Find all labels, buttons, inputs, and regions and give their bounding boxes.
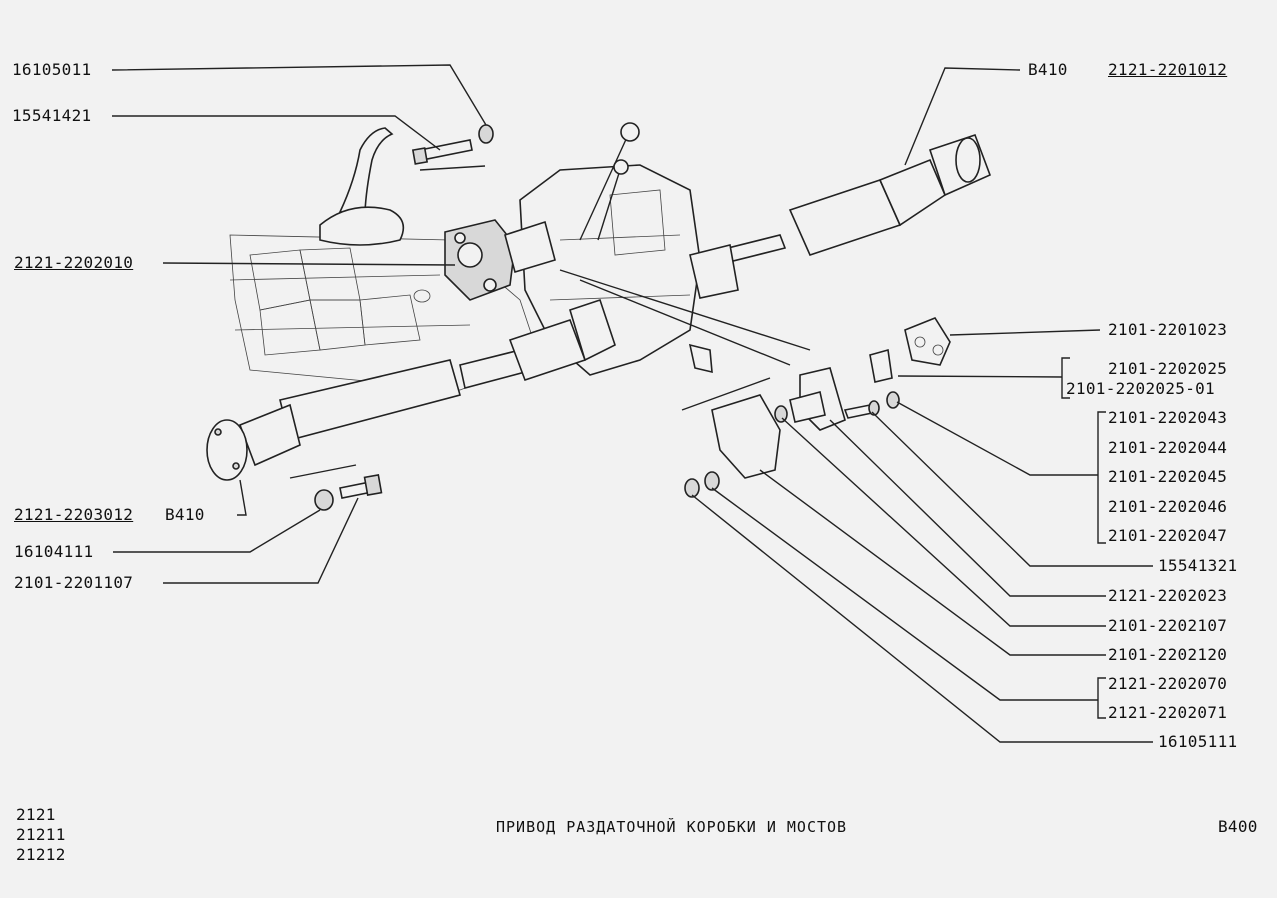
label-b410-top: B410 bbox=[1028, 60, 1068, 79]
label-2101-2202043: 2101-2202043 bbox=[1108, 408, 1228, 427]
label-2101-2202044: 2101-2202044 bbox=[1108, 438, 1228, 457]
label-2121-2202071: 2121-2202071 bbox=[1108, 703, 1228, 722]
label-2101-2202025: 2101-2202025 bbox=[1108, 359, 1228, 378]
label-16105011: 16105011 bbox=[12, 60, 92, 79]
label-2101-2202046: 2101-2202046 bbox=[1108, 497, 1228, 516]
label-2101-2202045: 2101-2202045 bbox=[1108, 467, 1228, 486]
rear-propeller-shaft bbox=[689, 133, 992, 299]
label-2101-2202025-01: 2101-2202025-01 bbox=[1066, 379, 1215, 398]
label-16104111: 16104111 bbox=[14, 542, 94, 561]
label-15541321: 15541321 bbox=[1158, 556, 1238, 575]
leader-lines bbox=[111, 64, 1153, 743]
label-16105111: 16105111 bbox=[1158, 732, 1238, 751]
label-2121-2202023: 2121-2202023 bbox=[1108, 586, 1228, 605]
label-2101-2202107: 2101-2202107 bbox=[1108, 616, 1228, 635]
label-2101-2201107: 2101-2201107 bbox=[14, 573, 134, 592]
model-code-1: 2121 bbox=[16, 805, 56, 824]
elastic-coupling bbox=[444, 219, 556, 301]
exploded-coupling-parts bbox=[681, 317, 951, 498]
label-2101-2202047: 2101-2202047 bbox=[1108, 526, 1228, 545]
page-title: ПРИВОД РАЗДАТОЧНОЙ КОРОБКИ И МОСТОВ bbox=[496, 818, 848, 836]
model-code-2: 21211 bbox=[16, 825, 66, 844]
label-2101-2201023: 2101-2201023 bbox=[1108, 320, 1228, 339]
label-15541421: 15541421 bbox=[12, 106, 92, 125]
model-code-3: 21212 bbox=[16, 845, 66, 864]
bolt-15541421 bbox=[411, 139, 473, 165]
label-2121-2202010: 2121-2202010 bbox=[14, 253, 134, 272]
label-2121-2202070: 2121-2202070 bbox=[1108, 674, 1228, 693]
label-2121-2203012: 2121-2203012 bbox=[14, 505, 134, 524]
front-propeller-shaft bbox=[206, 298, 616, 481]
nut-16104111 bbox=[314, 489, 334, 511]
label-2101-2202120: 2101-2202120 bbox=[1108, 645, 1228, 664]
nut-16105011 bbox=[478, 124, 494, 144]
page-code: B400 bbox=[1218, 817, 1258, 836]
label-b410-left: B410 bbox=[165, 505, 205, 524]
bolt-2101-2201107 bbox=[339, 473, 383, 499]
gear-lever bbox=[319, 127, 405, 246]
label-2121-2201012: 2121-2201012 bbox=[1108, 60, 1228, 79]
